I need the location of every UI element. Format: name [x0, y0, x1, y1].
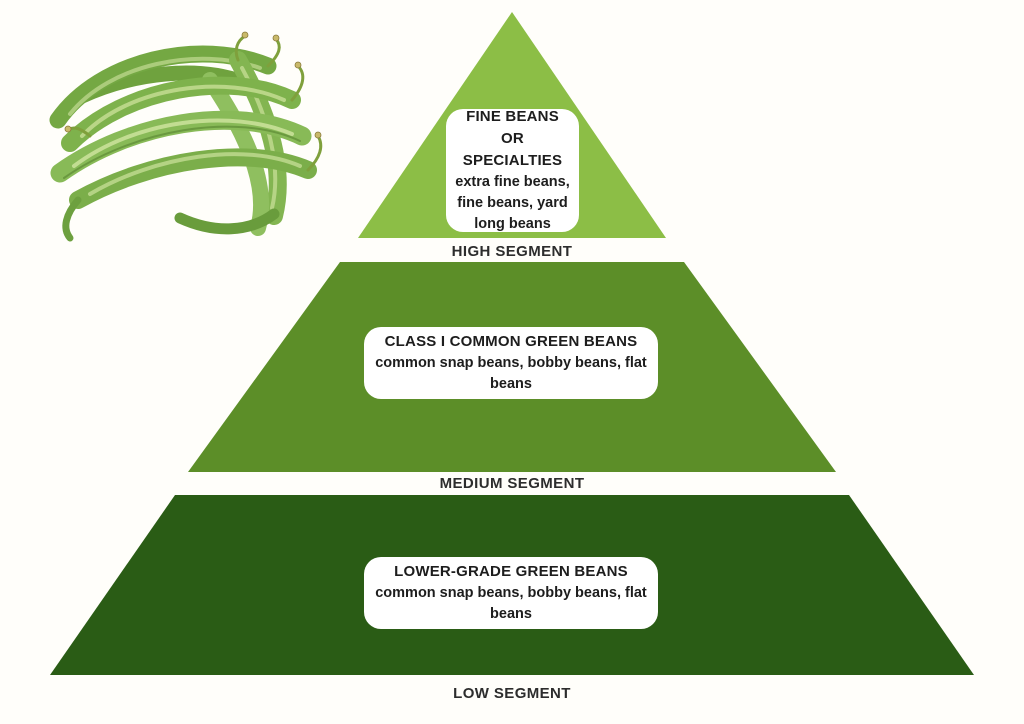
bean-stem	[306, 134, 323, 172]
bean-pod-tail	[62, 196, 82, 242]
tier-card-medium: CLASS I COMMON GREEN BEANS common snap b…	[364, 327, 658, 399]
tier-body-medium: common snap beans, bobby beans, flat bea…	[375, 354, 647, 392]
bean-pod	[174, 208, 280, 235]
bean-stem	[290, 64, 305, 102]
green-beans-illustration	[49, 31, 323, 242]
bean-stem-tip	[272, 34, 280, 42]
bean-stem-tip	[314, 131, 322, 139]
tier-body-high: extra fine beans, fine beans, yard long …	[455, 173, 570, 232]
segment-label-low: LOW SEGMENT	[453, 685, 571, 702]
tier-heading-high: FINE BEANS OR SPECIALTIES	[462, 108, 563, 169]
segment-label-medium: MEDIUM SEGMENT	[439, 475, 585, 492]
bean-stem-tip	[294, 61, 302, 69]
bean-stem-tip	[241, 31, 249, 39]
tier-heading-medium: CLASS I COMMON GREEN BEANS	[384, 333, 638, 351]
segment-label-high: HIGH SEGMENT	[451, 243, 573, 260]
tier-card-low: LOWER-GRADE GREEN BEANS common snap bean…	[364, 557, 658, 629]
tier-heading-low: LOWER-GRADE GREEN BEANS	[394, 563, 628, 581]
bean-stem-tip	[64, 125, 72, 133]
tier-card-high: FINE BEANS OR SPECIALTIES extra fine bea…	[446, 108, 579, 232]
tier-body-low: common snap beans, bobby beans, flat bea…	[375, 584, 647, 622]
